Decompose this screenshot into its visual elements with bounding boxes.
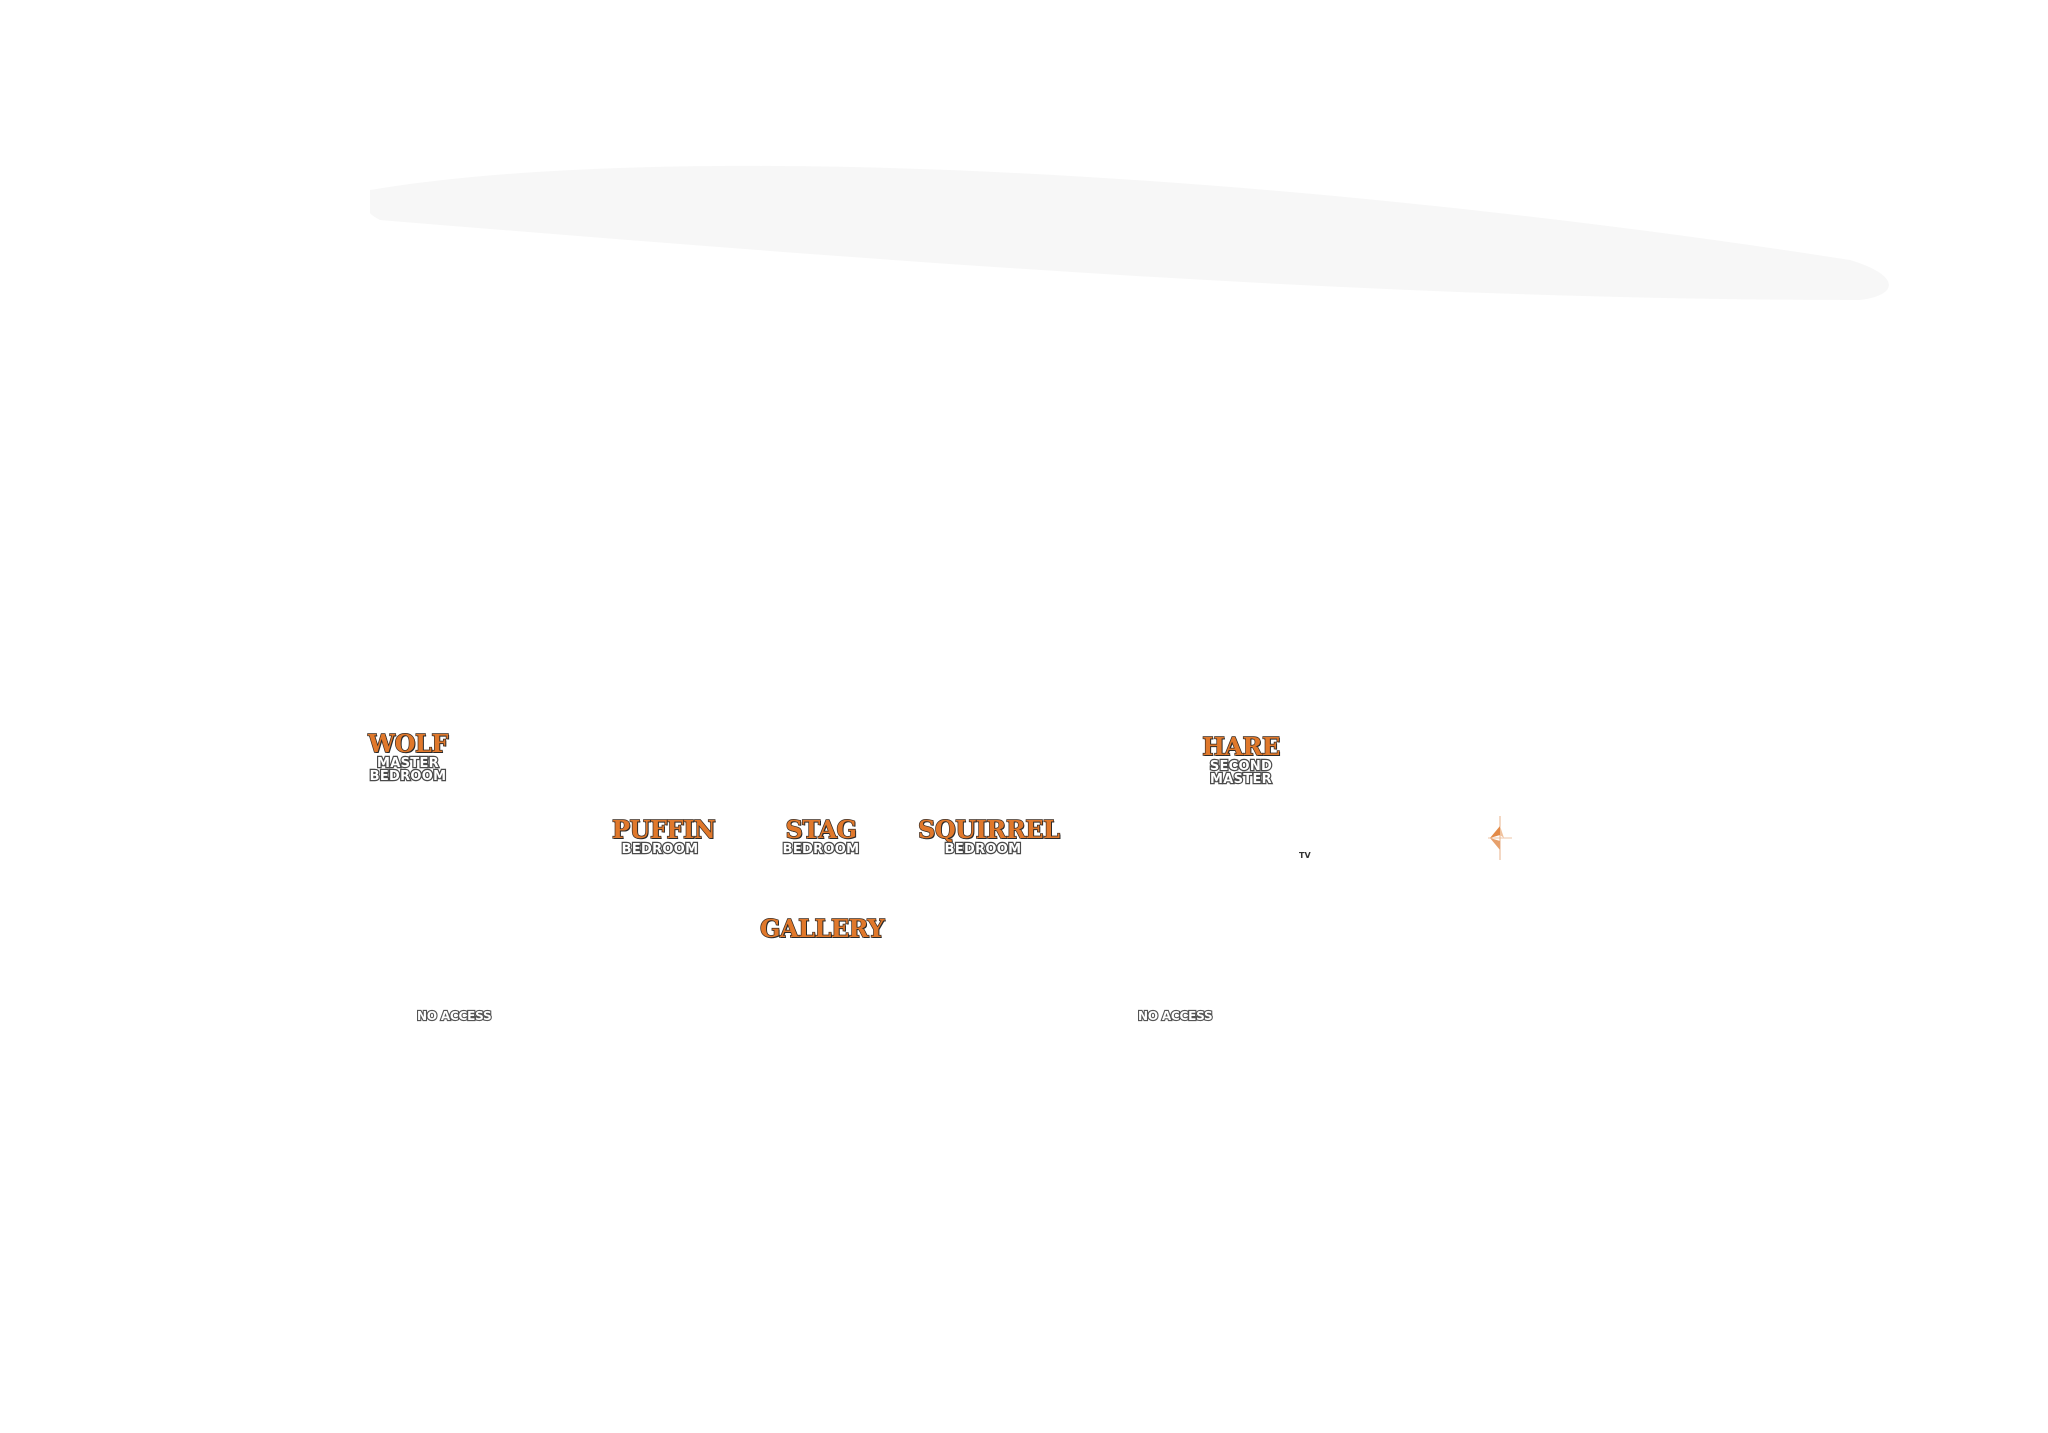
tv-label: TV [1299,851,1311,860]
room-puffin-name: PUFFIN [611,815,716,844]
room-squirrel[interactable]: SQUIRREL BEDROOM [917,815,1060,857]
room-stag[interactable]: STAG BEDROOM [778,815,864,857]
no-access-left: NO ACCESS [416,1008,493,1024]
room-hare[interactable]: HARE SECOND MASTER [1201,732,1281,787]
room-hare-name: HARE [1202,732,1281,761]
room-gallery[interactable]: GALLERY [759,914,885,943]
room-wolf-sub-1: MASTER [376,756,440,771]
compass-icon [1488,816,1512,860]
room-stag-sub: BEDROOM [781,842,860,857]
room-wolf-name: WOLF [367,729,449,758]
room-hare-sub-1: SECOND [1209,759,1273,774]
room-wolf[interactable]: WOLF MASTER BEDROOM [366,729,450,784]
room-stag-name: STAG [785,815,858,844]
background-swoosh [370,165,1889,300]
room-puffin-sub: BEDROOM [620,842,699,857]
room-puffin[interactable]: PUFFIN BEDROOM [611,815,716,857]
room-hare-sub-2: MASTER [1209,772,1273,787]
no-access-right: NO ACCESS [1137,1008,1214,1024]
room-squirrel-sub: BEDROOM [943,842,1022,857]
room-gallery-name: GALLERY [759,914,885,943]
room-squirrel-name: SQUIRREL [917,815,1060,844]
room-wolf-sub-2: BEDROOM [368,769,447,784]
